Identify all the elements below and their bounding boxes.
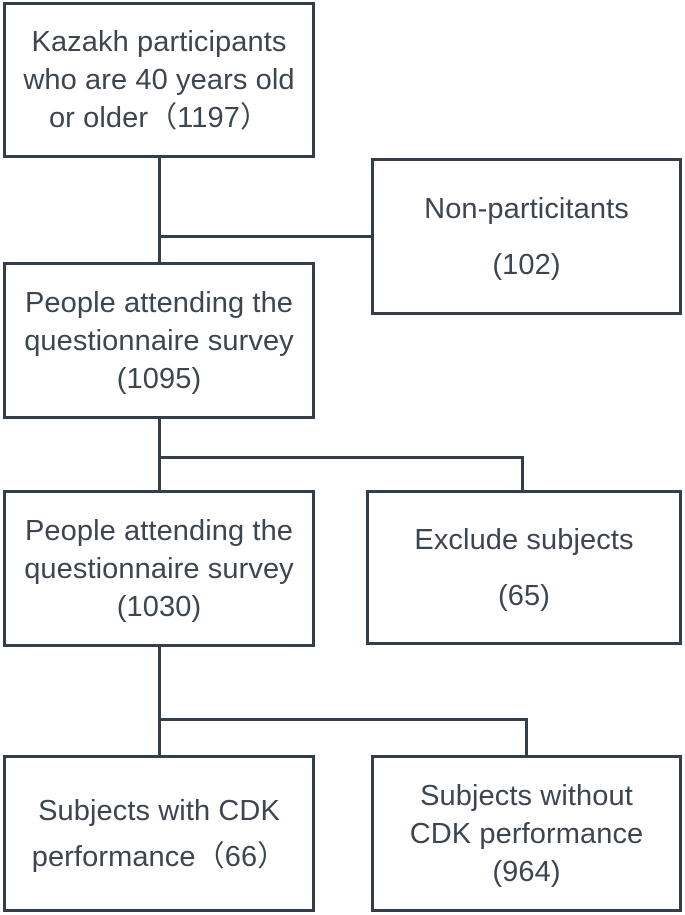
box-survey-1095-line-2: questionnaire survey (24, 324, 294, 357)
box-non-participants-line-2: (102) (492, 248, 561, 281)
box-survey-1095: People attending the questionnaire surve… (3, 262, 315, 419)
box-with-cdk-line-2: performance（66） (31, 840, 287, 873)
connector-branch-to-exclude (158, 456, 524, 459)
box-kazakh-line-2: who are 40 years old (23, 64, 295, 96)
connector-branch-to-non-participants (158, 235, 374, 238)
connector-split-horizontal (158, 718, 528, 721)
box-kazakh-line-1: Kazakh participants (31, 26, 287, 58)
box-without-cdk-line-1: Subjects without (420, 779, 633, 812)
box-survey-1030: People attending the questionnaire surve… (3, 490, 315, 647)
box-kazakh-participants: Kazakh participants who are 40 years old… (3, 2, 315, 158)
box-exclude-line-2: (65) (498, 579, 550, 612)
box-subjects-without-cdk: Subjects without CDK performance (964) (371, 755, 682, 912)
box-non-participants: Non-particitants (102) (371, 158, 682, 315)
box-kazakh-line-3: or older（1197） (48, 102, 270, 134)
box-subjects-with-cdk: Subjects with CDK performance（66） (3, 755, 315, 912)
connector-survey-1095-to-survey-1030 (158, 418, 161, 491)
connector-kazakh-to-survey-1095 (158, 156, 161, 264)
box-exclude-line-1: Exclude subjects (414, 523, 634, 556)
box-without-cdk-line-2: CDK performance (409, 817, 644, 850)
box-non-participants-line-1: Non-particitants (424, 192, 629, 225)
box-exclude-subjects: Exclude subjects (65) (366, 490, 682, 645)
box-survey-1030-line-1: People attending the (24, 514, 294, 547)
connector-drop-to-without-cdk (525, 718, 528, 757)
box-without-cdk-line-3: (964) (492, 855, 561, 888)
connector-drop-to-exclude (521, 456, 524, 491)
box-survey-1095-line-1: People attending the (24, 286, 294, 319)
box-survey-1030-line-3: (1030) (116, 590, 202, 623)
box-with-cdk-line-1: Subjects with CDK (38, 794, 280, 827)
box-survey-1095-line-3: (1095) (116, 362, 202, 395)
box-survey-1030-line-2: questionnaire survey (24, 552, 294, 585)
connector-survey-1030-down (158, 645, 161, 757)
